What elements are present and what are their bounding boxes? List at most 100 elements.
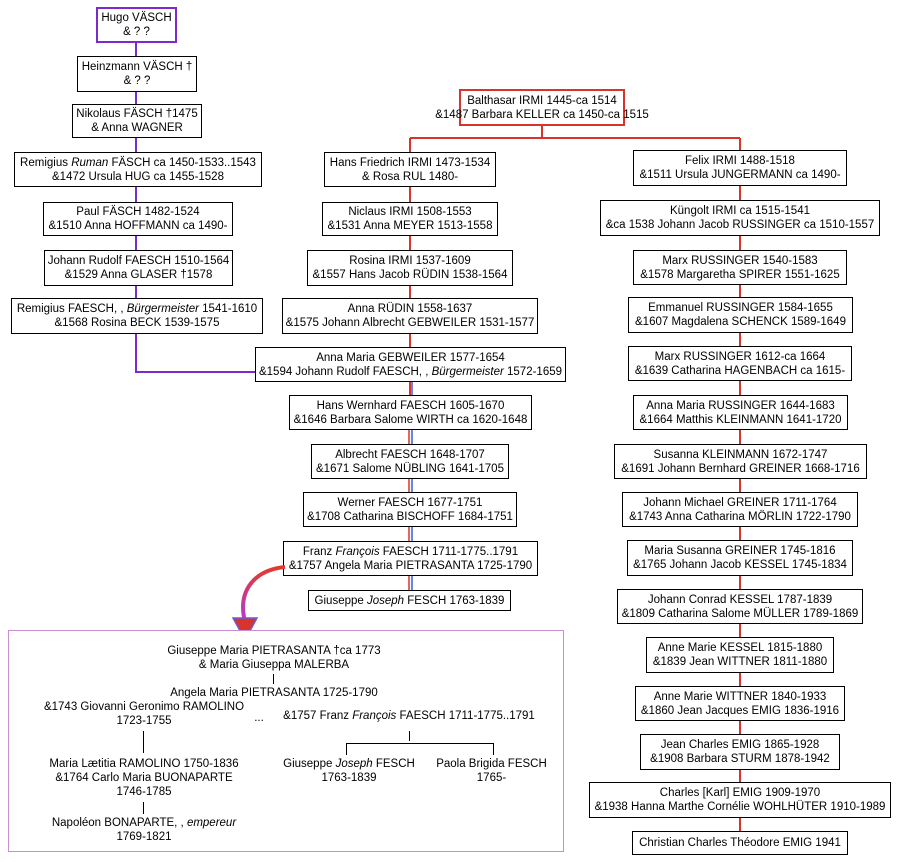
person-maria-susanna-greiner[interactable]: Maria Susanna GREINER 1745-1816 &1765 Jo… [627, 540, 853, 576]
curved-arrow-icon [231, 565, 286, 642]
person-name: Anne Marie WITTNER 1840-1933 [653, 690, 827, 703]
person-jean-charles-emig[interactable]: Jean Charles EMIG 1865-1928 &1908 Barbar… [640, 734, 840, 770]
person-niclaus-irmi[interactable]: Niclaus IRMI 1508-1553 &1531 Anna MEYER … [322, 202, 498, 236]
person-charles-karl-emig[interactable]: Charles [Karl] EMIG 1909-1970 &1938 Hann… [589, 782, 891, 818]
person-name: Anna Maria RUSSINGER 1644-1683 [646, 399, 835, 412]
person-emmanuel-russinger[interactable]: Emmanuel RUSSINGER 1584-1655 &1607 Magda… [628, 297, 853, 333]
inset-giovanni-geronimo-ramolino[interactable]: &1743 Giovanni Geronimo RAMOLINO 1723-17… [43, 701, 245, 727]
person-hans-friedrich-irmi[interactable]: Hans Friedrich IRMI 1473-1534 & Rosa RUL… [324, 152, 496, 187]
person-rosina-irmi[interactable]: Rosina IRMI 1537-1609 &1557 Hans Jacob R… [307, 250, 513, 286]
person-name: Maria Susanna GREINER 1745-1816 [644, 545, 836, 557]
inset-ellipsis: ... [254, 712, 264, 724]
person-name: Anna Maria GEBWEILER 1577-1654 [316, 351, 505, 364]
person-name: Felix IRMI 1488-1518 [685, 155, 795, 167]
person-johann-conrad-kessel[interactable]: Johann Conrad KESSEL 1787-1839 &1809 Cat… [617, 589, 863, 624]
person-spouse: &1575 Johann Albrecht GEBWEILER 1531-157… [285, 317, 535, 329]
person-spouse: &1557 Hans Jacob RÜDIN 1538-1564 [312, 269, 508, 281]
person-name: Hans Friedrich IRMI 1473-1534 [329, 156, 491, 169]
inset-napoleon-bonaparte[interactable]: Napoléon BONAPARTE, , empereur 1769-1821 [51, 817, 237, 843]
person-spouse: &1908 Barbara STURM 1878-1942 [650, 753, 830, 765]
person-name: Remigius Ruman FÄSCH ca 1450-1533..1543 [20, 156, 256, 169]
person-albrecht-faesch[interactable]: Albrecht FAESCH 1648-1707 &1671 Salome N… [311, 444, 509, 479]
person-spouse: &1860 Jean Jacques EMIG 1836-1916 [640, 704, 840, 717]
person-anna-maria-gebweiler[interactable]: Anna Maria GEBWEILER 1577-1654 &1594 Joh… [255, 347, 566, 382]
person-giuseppe-joseph-fesch[interactable]: Giuseppe Joseph FESCH 1763-1839 [308, 590, 511, 611]
person-spouse: &1757 Angela Maria PIETRASANTA 1725-1790 [288, 559, 533, 572]
person-hans-wernhard-faesch[interactable]: Hans Wernhard FAESCH 1605-1670 &1646 Bar… [289, 395, 532, 430]
person-franz-francois-faesch[interactable]: Franz François FAESCH 1711-1775..1791 &1… [283, 541, 538, 576]
person-christian-charles-theodore-emig[interactable]: Christian Charles Théodore EMIG 1941 [632, 831, 848, 855]
inset-connector [346, 743, 493, 744]
person-anna-maria-russinger[interactable]: Anna Maria RUSSINGER 1644-1683 &1664 Mat… [633, 395, 848, 430]
person-marx-russinger-1540[interactable]: Marx RUSSINGER 1540-1583 &1578 Margareth… [633, 250, 847, 285]
inset-paola-brigida-fesch[interactable]: Paola Brigida FESCH 1765- [436, 758, 547, 784]
person-anne-marie-kessel[interactable]: Anne Marie KESSEL 1815-1880 &1839 Jean W… [646, 637, 834, 673]
person-remigius-ruman-fasch[interactable]: Remigius Ruman FÄSCH ca 1450-1533..1543 … [14, 152, 262, 187]
person-spouse: & Anna WAGNER [91, 122, 183, 134]
person-name: Balthasar IRMI 1445-ca 1514 [467, 94, 617, 107]
person-name: Niclaus IRMI 1508-1553 [348, 206, 472, 218]
inset-connector [143, 731, 144, 753]
person-spouse: &1578 Margaretha SPIRER 1551-1625 [640, 268, 840, 281]
inset-giuseppe-joseph-fesch[interactable]: Giuseppe Joseph FESCH 1763-1839 [283, 758, 415, 784]
person-spouse: & Rosa RUL 1480- [361, 170, 459, 183]
person-name: Werner FAESCH 1677-1751 [337, 496, 483, 509]
inset-maria-laetitia-ramolino[interactable]: Maria Lætitia RAMOLINO 1750-1836 &1764 C… [49, 758, 239, 798]
person-nikolaus-fasch[interactable]: Nikolaus FÄSCH †1475 & Anna WAGNER [72, 104, 202, 138]
person-spouse: & ? ? [123, 26, 150, 38]
person-spouse: &1639 Catharina HAGENBACH ca 1615- [634, 364, 846, 377]
person-name: Hugo VÄSCH [101, 12, 172, 24]
person-hugo-vasch[interactable]: Hugo VÄSCH & ? ? [96, 7, 177, 43]
person-name: Charles [Karl] EMIG 1909-1970 [659, 787, 821, 799]
inset-connector [409, 731, 410, 741]
person-name: Heinzmann VÄSCH † [81, 61, 193, 73]
person-spouse: &1510 Anna HOFFMANN ca 1490- [48, 220, 228, 232]
person-balthasar-irmi[interactable]: Balthasar IRMI 1445-ca 1514 &1487 Barbar… [435, 89, 649, 126]
person-name: Johann Michael GREINER 1711-1764 [643, 496, 837, 509]
inset-connector [273, 674, 274, 684]
person-marx-russinger-1612[interactable]: Marx RUSSINGER 1612-ca 1664 &1639 Cathar… [628, 346, 852, 381]
person-name: Johann Rudolf FAESCH 1510-1564 [47, 255, 230, 267]
inset-connector [346, 743, 347, 755]
person-name: Küngolt IRMI ca 1515-1541 [669, 205, 810, 217]
person-spouse: &1839 Jean WITTNER 1811-1880 [652, 656, 828, 668]
person-felix-irmi[interactable]: Felix IRMI 1488-1518 &1511 Ursula JUNGER… [633, 150, 847, 186]
person-name: Jean Charles EMIG 1865-1928 [660, 739, 820, 751]
person-kungolt-irmi[interactable]: Küngolt IRMI ca 1515-1541 &ca 1538 Johan… [600, 200, 880, 236]
person-heinzmann-vasch[interactable]: Heinzmann VÄSCH † & ? ? [77, 56, 197, 92]
person-anne-marie-wittner[interactable]: Anne Marie WITTNER 1840-1933 &1860 Jean … [635, 686, 845, 721]
person-paul-fasch[interactable]: Paul FÄSCH 1482-1524 &1510 Anna HOFFMANN… [43, 202, 233, 236]
person-johann-michael-greiner[interactable]: Johann Michael GREINER 1711-1764 &1743 A… [622, 492, 858, 527]
inset-angela-maria-pietrasanta[interactable]: Angela Maria PIETRASANTA 1725-1790 [170, 687, 378, 699]
person-name: Anna RÜDIN 1558-1637 [347, 303, 473, 315]
person-name: Anne Marie KESSEL 1815-1880 [657, 642, 823, 654]
person-name: Marx RUSSINGER 1540-1583 [662, 254, 818, 267]
person-name: Remigius FAESCH, , Bürgermeister 1541-16… [16, 303, 258, 315]
person-remigius-faesch[interactable]: Remigius FAESCH, , Bürgermeister 1541-16… [11, 298, 263, 334]
inset-giuseppe-maria-pietrasanta[interactable]: Giuseppe Maria PIETRASANTA †ca 1773 & Ma… [167, 645, 381, 671]
person-johann-rudolf-faesch-1510[interactable]: Johann Rudolf FAESCH 1510-1564 &1529 Ann… [44, 250, 233, 286]
person-name: Johann Conrad KESSEL 1787-1839 [647, 593, 833, 606]
person-spouse: &1646 Barbara Salome WIRTH ca 1620-1648 [293, 413, 528, 426]
person-spouse: &1664 Matthis KLEINMANN 1641-1720 [639, 413, 842, 426]
inset-connector [143, 802, 144, 814]
person-spouse: &ca 1538 Johann Jacob RUSSINGER ca 1510-… [605, 219, 875, 231]
person-name: Emmanuel RUSSINGER 1584-1655 [648, 302, 833, 314]
person-anna-rudin[interactable]: Anna RÜDIN 1558-1637 &1575 Johann Albrec… [282, 298, 538, 334]
person-spouse: &1691 Johann Bernhard GREINER 1668-1716 [621, 462, 860, 475]
person-spouse: &1938 Hanna Marthe Cornélie WOHLHÜTER 19… [594, 801, 886, 813]
person-spouse: &1568 Rosina BECK 1539-1575 [54, 317, 220, 329]
person-spouse: &1487 Barbara KELLER ca 1450-ca 1515 [435, 108, 649, 121]
person-name: Susanna KLEINMANN 1672-1747 [653, 448, 828, 461]
person-spouse: &1472 Ursula HUG ca 1455-1528 [52, 170, 224, 183]
person-spouse: & ? ? [123, 75, 151, 87]
person-spouse: &1511 Ursula JUNGERMANN ca 1490- [639, 169, 841, 181]
person-werner-faesch[interactable]: Werner FAESCH 1677-1751 &1708 Catharina … [303, 492, 517, 527]
inset-franz-francois-faesch[interactable]: &1757 Franz François FAESCH 1711-1775..1… [283, 710, 535, 722]
person-spouse: &1531 Anna MEYER 1513-1558 [327, 220, 493, 232]
person-name: Giuseppe Joseph FESCH 1763-1839 [314, 594, 505, 607]
person-susanna-kleinmann[interactable]: Susanna KLEINMANN 1672-1747 &1691 Johann… [614, 444, 867, 479]
person-name: Marx RUSSINGER 1612-ca 1664 [654, 350, 826, 363]
person-name: Franz François FAESCH 1711-1775..1791 [302, 545, 519, 558]
